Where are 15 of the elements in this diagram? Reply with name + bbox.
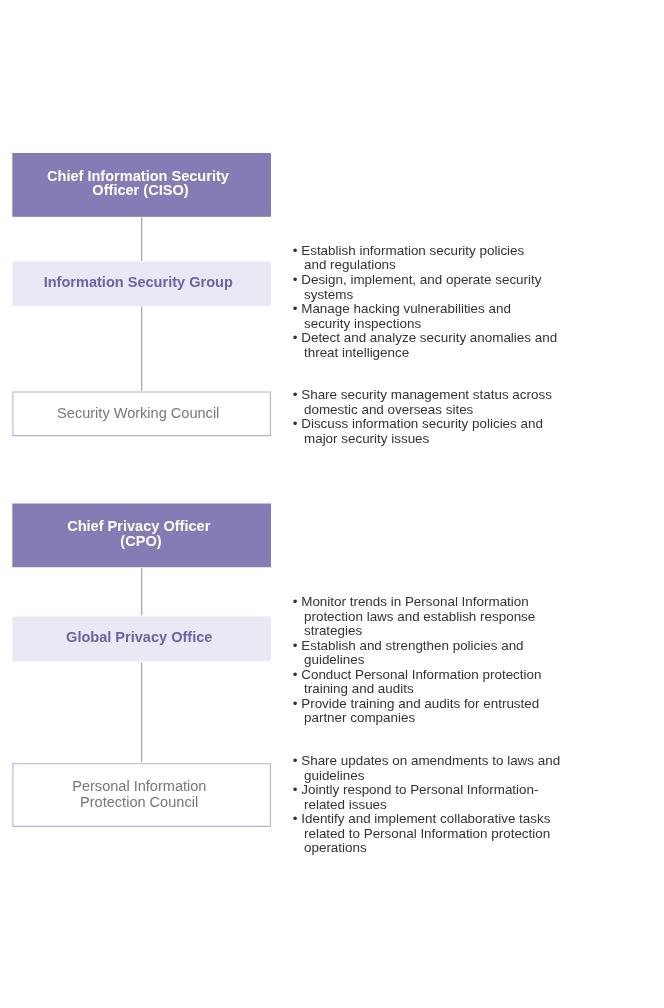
node-label: • Share security management status across domestic and overseas sites <box>292 386 552 417</box>
node-label: • Share updates on amendments to laws and guidelines <box>292 752 561 782</box>
node-label: • Provide training and audits for entrusted partner companies <box>292 695 540 725</box>
node-label: • Discuss information security policies and major security issues <box>292 415 543 446</box>
connector <box>141 305 143 392</box>
node-label: • Establish and strengthen policies and guidelines <box>292 637 524 667</box>
node-label: • Establish information security policies and regulations <box>292 242 525 272</box>
node-label: • Conduct Personal Information protection training and audits <box>292 666 542 696</box>
connector <box>141 216 143 262</box>
connector <box>141 661 143 763</box>
node-label: • Monitor trends in Personal Information protection laws and establish response strategies <box>292 593 536 638</box>
connector <box>141 566 143 616</box>
node-label: • Identify and implement collaborative tasks related to Personal Information protection operations <box>292 810 551 855</box>
node-label: • Design, implement, and operate security systems <box>292 271 542 302</box>
node-label: • Jointly respond to Personal Information-related issues <box>292 781 539 812</box>
